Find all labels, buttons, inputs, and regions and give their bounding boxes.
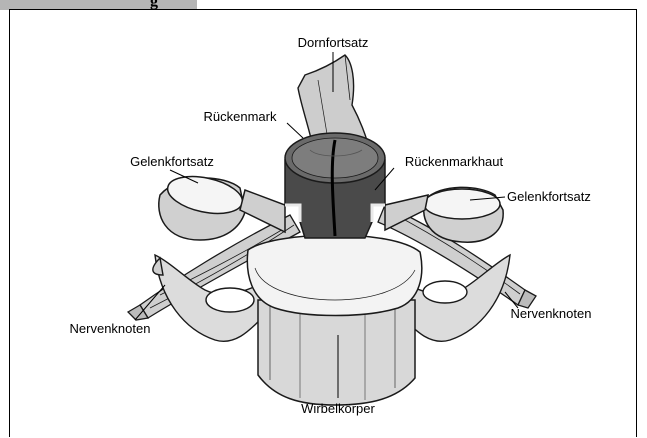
label-rueckenmarkhaut: Rückenmarkhaut [405,154,504,169]
spinal-cord [285,133,385,238]
label-rueckenmark: Rückenmark [204,109,277,124]
label-gelenkfortsatz-right: Gelenkfortsatz [507,189,591,204]
label-wirbelkoerper: Wirbelkörper [301,401,375,416]
label-nervenknoten-right: Nervenknoten [511,306,592,321]
label-dornfortsatz: Dornfortsatz [298,35,369,50]
vertebral-body [247,235,421,405]
label-gelenkfortsatz-left: Gelenkfortsatz [130,154,214,169]
leader-rueckenmark [287,123,303,138]
label-nervenknoten-left: Nervenknoten [70,321,151,336]
